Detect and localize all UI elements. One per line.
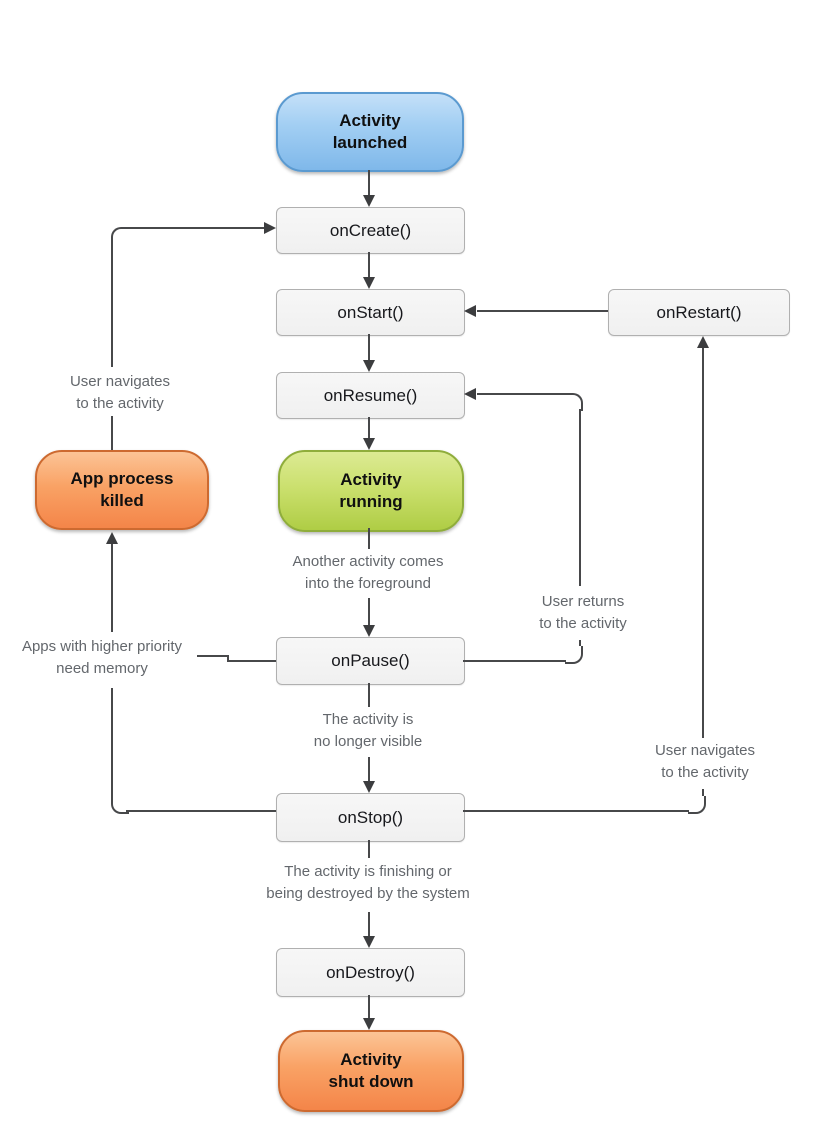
callback-onstart: onStart() bbox=[276, 289, 465, 336]
line bbox=[368, 528, 370, 549]
line bbox=[111, 688, 113, 796]
state-activity-running: Activity running bbox=[278, 450, 464, 532]
corner bbox=[111, 796, 129, 814]
callback-oncreate: onCreate() bbox=[276, 207, 465, 254]
arrowhead-down-icon bbox=[363, 1018, 375, 1030]
line bbox=[368, 840, 370, 858]
corner bbox=[111, 227, 129, 245]
arrowhead-down-icon bbox=[363, 277, 375, 289]
line bbox=[368, 683, 370, 707]
line bbox=[368, 912, 370, 937]
line bbox=[197, 655, 229, 657]
arrowhead-down-icon bbox=[363, 625, 375, 637]
arrowhead-left-icon bbox=[464, 305, 476, 317]
line bbox=[368, 995, 370, 1019]
line bbox=[702, 789, 704, 796]
line bbox=[702, 347, 704, 738]
arrowhead-up-icon bbox=[697, 336, 709, 348]
line bbox=[368, 757, 370, 782]
annotation-user-navigates-right: User navigates to the activity bbox=[620, 740, 790, 784]
corner bbox=[688, 796, 706, 814]
line bbox=[126, 810, 276, 812]
callback-onstop: onStop() bbox=[276, 793, 465, 842]
arrowhead-down-icon bbox=[363, 195, 375, 207]
line bbox=[579, 409, 581, 586]
corner bbox=[565, 646, 583, 664]
state-app-process-killed: App process killed bbox=[35, 450, 209, 530]
line bbox=[111, 544, 113, 632]
callback-onpause: onPause() bbox=[276, 637, 465, 685]
arrowhead-right-icon bbox=[264, 222, 276, 234]
line bbox=[477, 393, 566, 395]
line bbox=[579, 640, 581, 646]
line bbox=[111, 241, 113, 367]
callback-onresume: onResume() bbox=[276, 372, 465, 419]
state-activity-launched: Activity launched bbox=[276, 92, 464, 172]
line bbox=[368, 598, 370, 626]
arrowhead-up-icon bbox=[106, 532, 118, 544]
line bbox=[463, 810, 689, 812]
line bbox=[126, 227, 264, 229]
annotation-activity-finishing: The activity is finishing or being destr… bbox=[227, 861, 509, 905]
arrowhead-down-icon bbox=[363, 936, 375, 948]
arrowhead-left-icon bbox=[464, 388, 476, 400]
line bbox=[111, 416, 113, 450]
corner bbox=[565, 393, 583, 411]
callback-ondestroy: onDestroy() bbox=[276, 948, 465, 997]
arrowhead-down-icon bbox=[363, 781, 375, 793]
line bbox=[227, 660, 276, 662]
arrowhead-down-icon bbox=[363, 360, 375, 372]
line bbox=[368, 334, 370, 361]
callback-onrestart: onRestart() bbox=[608, 289, 790, 336]
line bbox=[463, 660, 566, 662]
annotation-apps-higher-priority: Apps with higher priority need memory bbox=[0, 636, 204, 680]
line bbox=[368, 417, 370, 439]
annotation-another-activity-foreground: Another activity comes into the foregrou… bbox=[252, 551, 484, 595]
line bbox=[227, 655, 229, 662]
line bbox=[368, 252, 370, 278]
arrowhead-down-icon bbox=[363, 438, 375, 450]
line bbox=[477, 310, 608, 312]
annotation-user-returns: User returns to the activity bbox=[503, 591, 663, 635]
annotation-user-navigates-left: User navigates to the activity bbox=[35, 371, 205, 415]
annotation-activity-no-longer-visible: The activity is no longer visible bbox=[268, 709, 468, 753]
state-activity-shut-down: Activity shut down bbox=[278, 1030, 464, 1112]
line bbox=[368, 170, 370, 196]
